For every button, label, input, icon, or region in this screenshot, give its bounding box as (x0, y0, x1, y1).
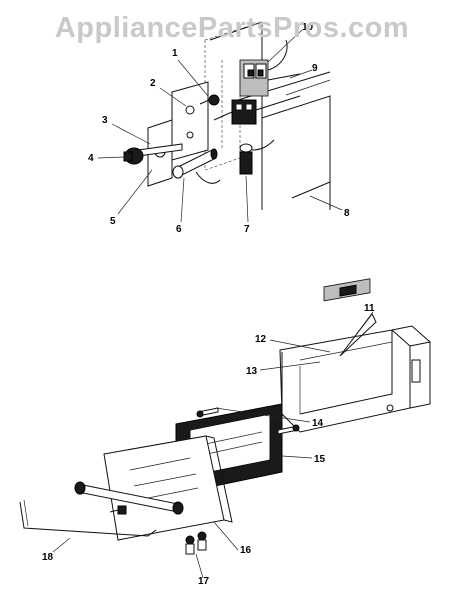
callout-4: 4 (88, 153, 94, 164)
wire-harness (19, 499, 157, 537)
fuse-holder (239, 139, 275, 175)
callout-18: 18 (42, 552, 54, 563)
handle-bar (74, 481, 184, 515)
cabinet-panel (209, 21, 331, 210)
callout-1: 1 (172, 48, 178, 59)
clip (109, 505, 127, 515)
callout-5: 5 (110, 216, 116, 227)
callout-8: 8 (344, 208, 350, 219)
callout-11: 11 (364, 303, 375, 314)
leader-lines (52, 29, 374, 579)
screws (196, 407, 300, 435)
callout-9: 9 (312, 63, 318, 74)
callout-2: 2 (150, 78, 156, 89)
rear-housing (279, 278, 431, 433)
callout-6: 6 (176, 224, 182, 235)
callout-7: 7 (244, 224, 250, 235)
callout-3: 3 (102, 115, 108, 126)
thermostat-block (213, 95, 301, 125)
callout-16: 16 (240, 545, 252, 556)
callout-12: 12 (255, 334, 267, 345)
screw (199, 94, 220, 106)
callout-13: 13 (246, 366, 258, 377)
top-assembly (123, 21, 331, 210)
callout-14: 14 (312, 418, 324, 429)
control-knob (123, 147, 144, 165)
bottom-assembly (19, 278, 431, 555)
callout-15: 15 (314, 454, 326, 465)
bolts (185, 531, 207, 555)
callout-10: 10 (302, 22, 314, 33)
relay-switch (239, 39, 301, 97)
callout-17: 17 (198, 576, 210, 587)
site-watermark: AppliancePartsPros.com (54, 12, 410, 44)
callout-numbers: 1 2 3 4 5 6 7 8 9 10 11 12 13 14 15 16 1… (42, 22, 375, 587)
pilot-lamp (172, 148, 221, 184)
